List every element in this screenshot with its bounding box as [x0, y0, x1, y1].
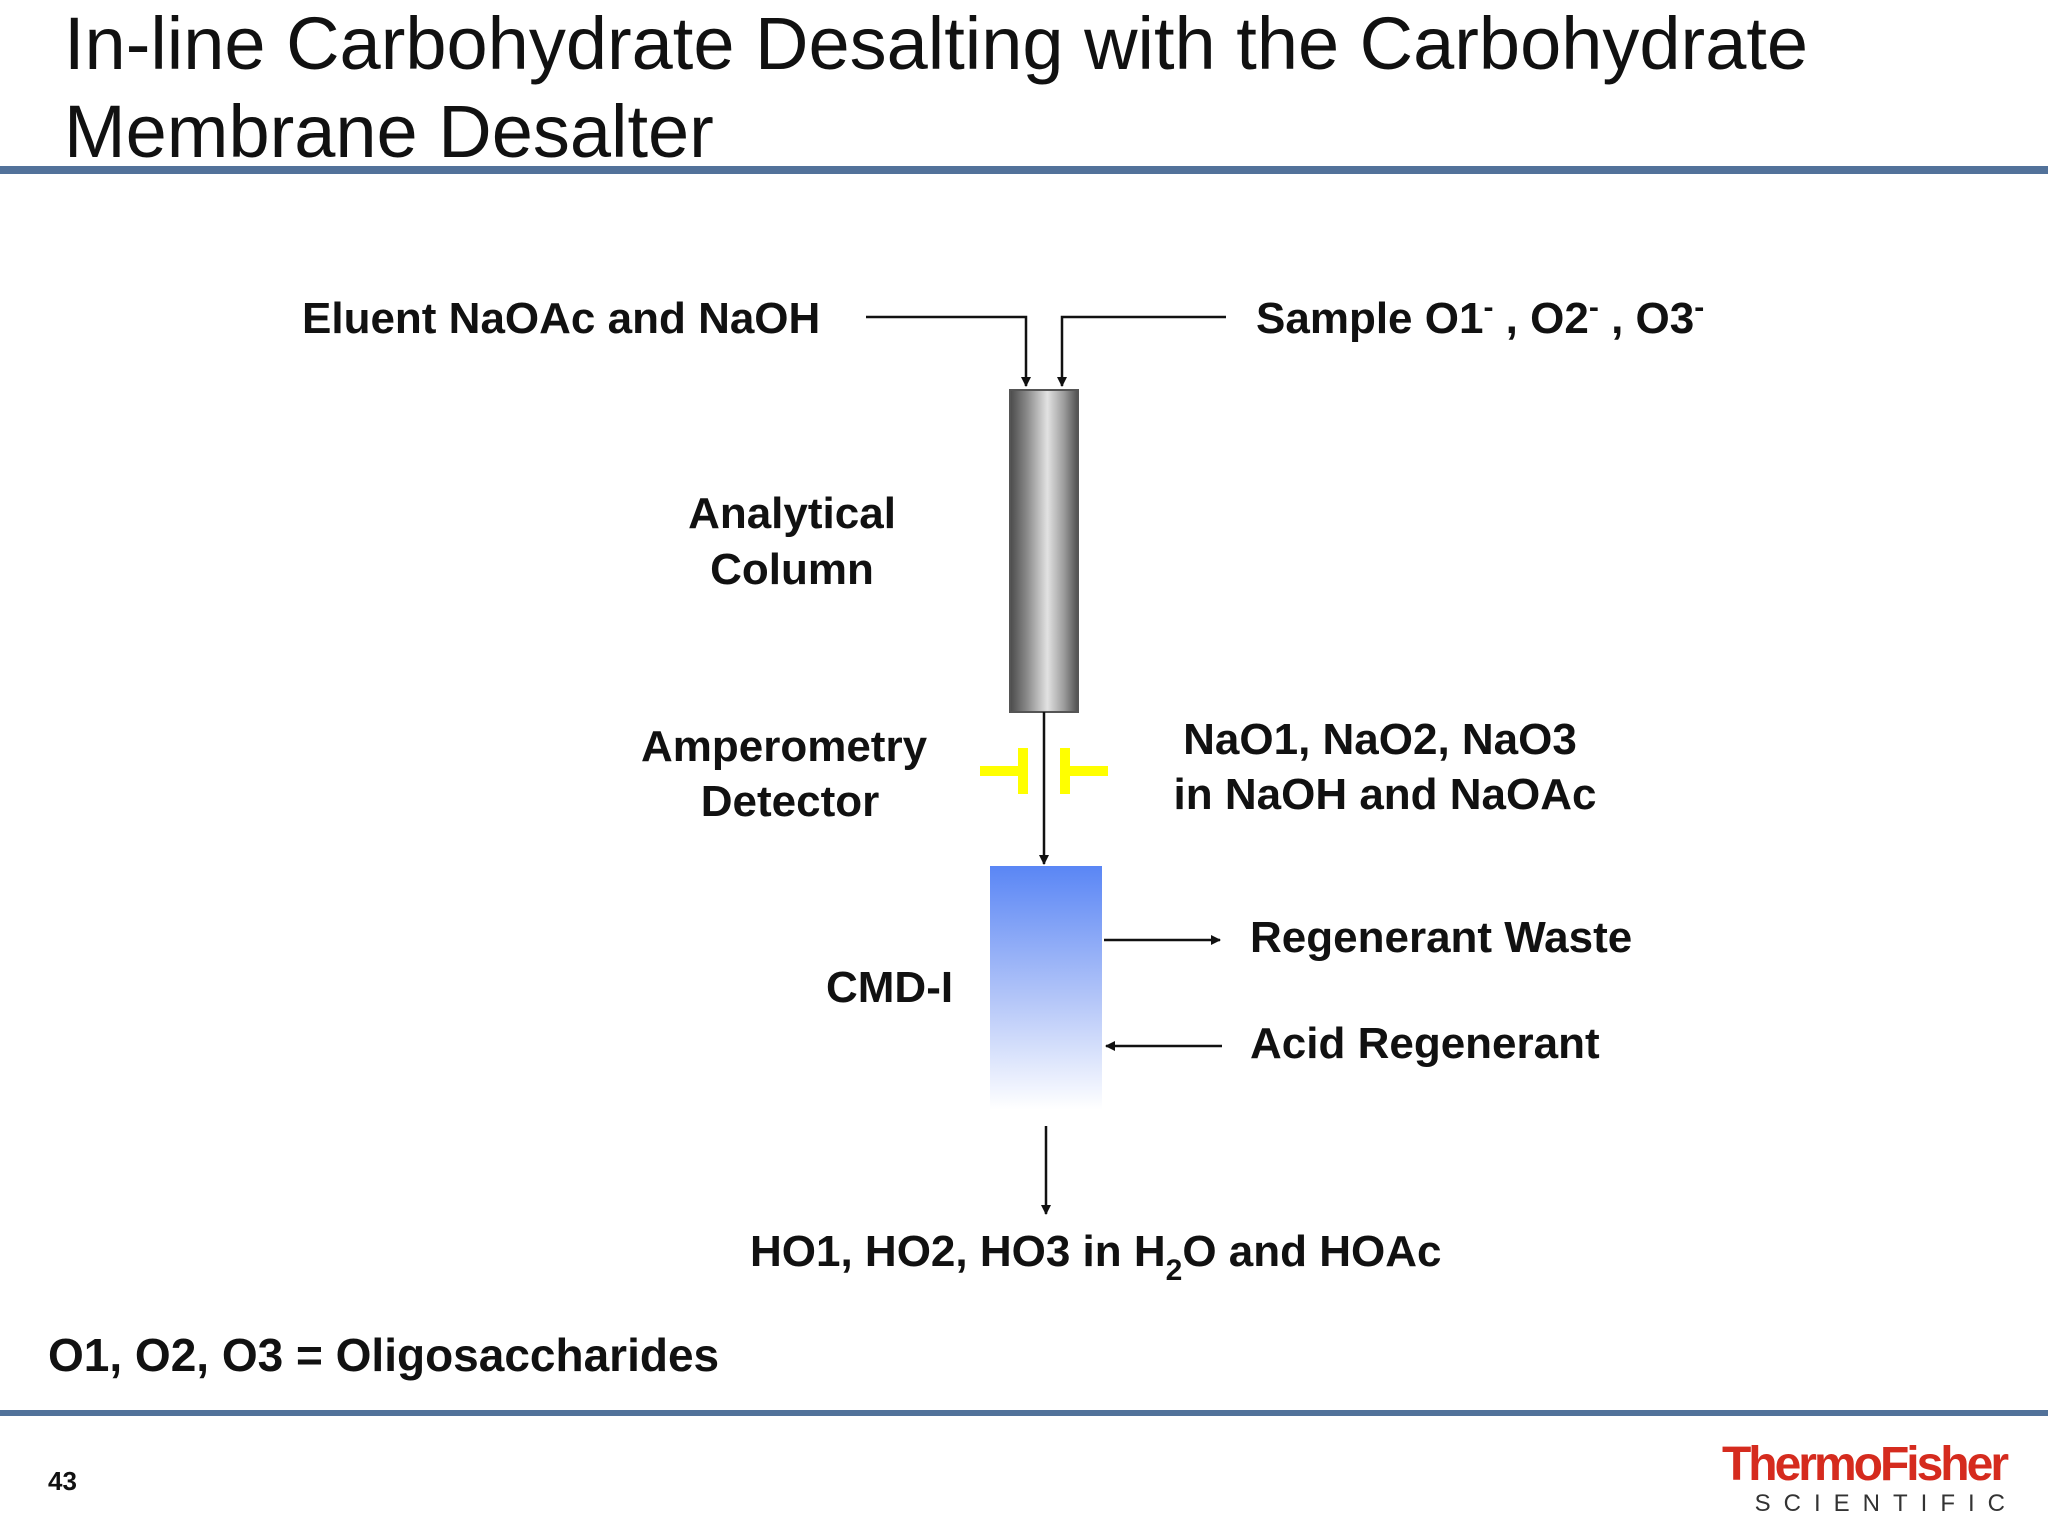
page-number: 43: [48, 1466, 77, 1496]
output-label-subscript: 2: [1166, 1254, 1183, 1287]
sample-sep2: ,: [1599, 294, 1636, 343]
analytical-column-label-line1: Analytical: [688, 489, 896, 538]
logo-subtitle: SCIENTIFIC: [1754, 1490, 2018, 1517]
sample-sep1: ,: [1493, 294, 1530, 343]
detector-output-line1: NaO1, NaO2, NaO3: [1183, 715, 1577, 764]
electrode-left-plate: [1018, 748, 1028, 794]
sample-o3-charge: -: [1694, 291, 1704, 324]
amperometry-detector-electrodes: [980, 748, 1108, 794]
slide-title-line2: Membrane Desalter: [64, 90, 714, 173]
slide-title-line1: In-line Carbohydrate Desalting with the …: [64, 2, 1809, 85]
logo-brand: ThermoFisher: [1721, 1438, 2009, 1491]
sample-o2: O2: [1530, 294, 1589, 343]
cmd-membrane-desalter: [990, 866, 1102, 1110]
sample-o2-charge: -: [1589, 291, 1599, 324]
amperometry-label-line1: Amperometry: [641, 722, 928, 771]
sample-label: Sample O1- , O2- , O3-: [1256, 291, 1704, 343]
footnote: O1, O2, O3 = Oligosaccharides: [48, 1329, 720, 1381]
title-divider: [0, 166, 2048, 174]
detector-output-line2: in NaOH and NaOAc: [1174, 770, 1597, 819]
sample-o1-charge: -: [1483, 291, 1493, 324]
electrode-right-plate: [1060, 748, 1070, 794]
footer-divider: [0, 1410, 2048, 1416]
sample-prefix: Sample: [1256, 294, 1425, 343]
output-label: HO1, HO2, HO3 in H2O and HOAc: [750, 1227, 1441, 1287]
sample-o3: O3: [1636, 294, 1695, 343]
analytical-column: [1009, 389, 1079, 713]
sample-o1: O1: [1425, 294, 1484, 343]
thermo-fisher-logo: ThermoFisher SCIENTIFIC: [1716, 1438, 2009, 1518]
regenerant-waste-label: Regenerant Waste: [1250, 913, 1632, 962]
sample-inlet-arrow: [1057, 315, 1226, 387]
eluent-inlet-arrow: [866, 315, 1031, 387]
output-label-part2: O and HOAc: [1182, 1227, 1441, 1276]
slide-title: In-line Carbohydrate Desalting with the …: [64, 0, 2004, 176]
amperometry-label-line2: Detector: [701, 777, 880, 826]
cmd-label: CMD-I: [826, 963, 953, 1012]
eluent-label: Eluent NaOAc and NaOH: [302, 294, 820, 343]
electrode-right-lead: [1068, 766, 1108, 776]
output-label-part1: HO1, HO2, HO3 in H: [750, 1227, 1166, 1276]
analytical-column-label-line2: Column: [710, 545, 874, 594]
acid-regenerant-label: Acid Regenerant: [1250, 1019, 1600, 1068]
electrode-left-lead: [980, 766, 1020, 776]
